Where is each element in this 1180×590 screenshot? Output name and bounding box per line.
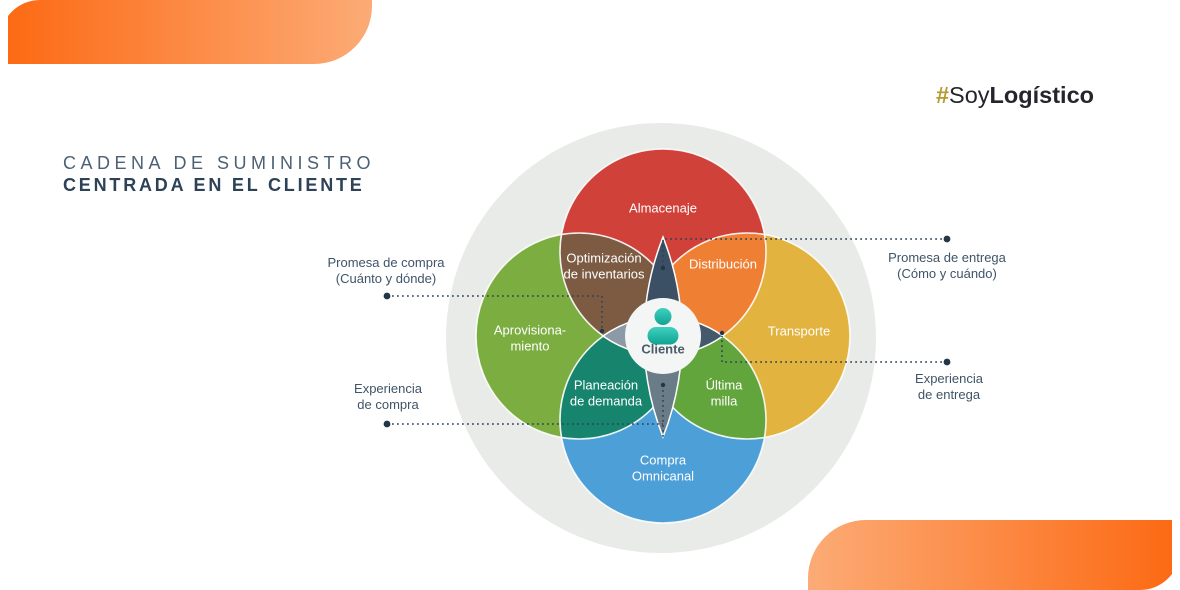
logo-logistico: Logístico: [989, 82, 1094, 108]
callout-promesa-entrega: Promesa de entrega (Cómo y cuándo): [888, 250, 1006, 282]
callout-line: (Cuánto y dónde): [335, 271, 437, 286]
connector-experiencia-compra: [387, 385, 664, 438]
logo-hash: #: [935, 82, 950, 108]
callout-line: Experiencia: [354, 381, 422, 396]
callout-experiencia-compra: Experiencia de compra: [354, 381, 422, 413]
callout-line: Experiencia: [915, 371, 983, 386]
label-line: Compra: [639, 452, 687, 468]
label-almacenaje: Almacenaje: [629, 200, 697, 216]
title-line-2: CENTRADA EN EL CLIENTE: [63, 175, 365, 195]
label-line: de inventarios: [563, 266, 645, 281]
corner-accent-bottom-right: [808, 520, 1172, 590]
label-line: de demanda: [569, 393, 643, 408]
label-cliente: Cliente: [641, 341, 685, 357]
callout-line: Promesa de compra: [327, 255, 445, 270]
title-line-1: CADENA DE SUMINISTRO: [63, 153, 376, 173]
corner-accent-top-left: [8, 0, 372, 64]
label-ultima-milla: Última milla: [706, 378, 743, 409]
callout-line: Promesa de entrega: [888, 250, 1006, 265]
label-line: Aprovisiona-: [493, 322, 567, 338]
connector-lines: [387, 238, 947, 438]
label-distribucion: Distribución: [689, 256, 757, 272]
callout-experiencia-entrega: Experiencia de entrega: [915, 371, 983, 403]
label-compra-omnicanal: Compra Omnicanal: [632, 453, 694, 484]
callout-line: de entrega: [917, 387, 981, 402]
callout-line: (Cómo y cuándo): [897, 266, 997, 281]
label-optimizacion-inventarios: Optimización de inventarios: [564, 251, 645, 282]
callout-line: de compra: [357, 397, 419, 412]
connector-experiencia-entrega: [721, 336, 947, 363]
person-icon: [647, 308, 679, 345]
label-line: Optimización: [566, 250, 642, 266]
label-line: Última: [705, 377, 743, 393]
label-line: Omnicanal: [631, 468, 695, 483]
label-line: miento: [510, 338, 550, 353]
label-planeacion-demanda: Planeación de demanda: [570, 378, 642, 409]
connector-dots: [383, 235, 951, 428]
soylogistico-logo: #SoyLogístico: [936, 82, 1094, 109]
label-transporte: Transporte: [767, 323, 831, 339]
label-line: Planeación: [573, 377, 639, 393]
callout-promesa-compra: Promesa de compra (Cuánto y dónde): [327, 255, 444, 287]
page-title: CADENA DE SUMINISTRO CENTRADA EN EL CLIE…: [63, 152, 375, 196]
label-line: milla: [710, 393, 738, 408]
label-aprovisionamiento: Aprovisiona- miento: [494, 323, 566, 354]
connector-promesa-compra: [387, 295, 603, 329]
logo-soy: Soy: [949, 82, 990, 108]
